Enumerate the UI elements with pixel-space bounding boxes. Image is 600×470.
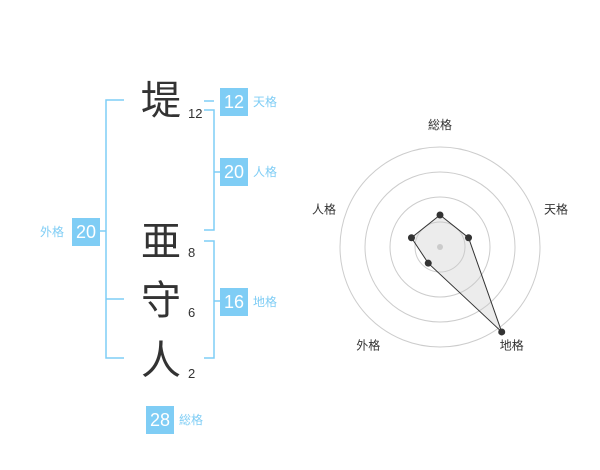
radar-series-polygon [410,214,503,333]
name-char-2: 亜 [141,219,181,265]
jinkaku-label: 人格 [253,165,278,179]
radar-axis-label-5: 人格 [312,201,336,216]
radar-point-1 [436,211,444,219]
radar-ring [414,221,466,273]
name-char-3: 守 [141,278,181,324]
radar-ring [364,171,516,323]
stroke-count-2: 8 [188,245,196,260]
radar-ring [339,146,541,348]
gaikaku-label: 外格 [40,225,65,239]
radar-ring [389,196,491,298]
radar-point-2 [465,234,473,242]
soukaku-badge: 28 [146,406,174,434]
name-char-4: 人 [141,338,181,384]
radar-axis-label-3: 地格 [500,338,524,353]
radar-axis-label-4: 外格 [356,338,380,353]
tenkaku-label: 天格 [253,95,278,109]
gaikaku-badge: 20 [72,218,100,246]
soukaku-label: 総格 [179,413,204,427]
tenkaku-badge: 12 [220,88,248,116]
stroke-count-4: 2 [188,366,196,381]
radar-center-dot [437,244,443,250]
radar-point-5 [407,234,415,242]
chikaku-badge: 16 [220,288,248,316]
radar-point-4 [424,259,432,267]
stroke-count-1: 12 [188,106,203,121]
name-char-1: 堤 [141,78,181,124]
stroke-count-3: 6 [188,305,196,320]
chikaku-label: 地格 [253,295,278,309]
jinkaku-badge: 20 [220,158,248,186]
radar-axis-label-2: 天格 [544,201,568,216]
radar-axis-label-1: 総格 [428,117,452,132]
radar-point-3 [498,328,506,336]
